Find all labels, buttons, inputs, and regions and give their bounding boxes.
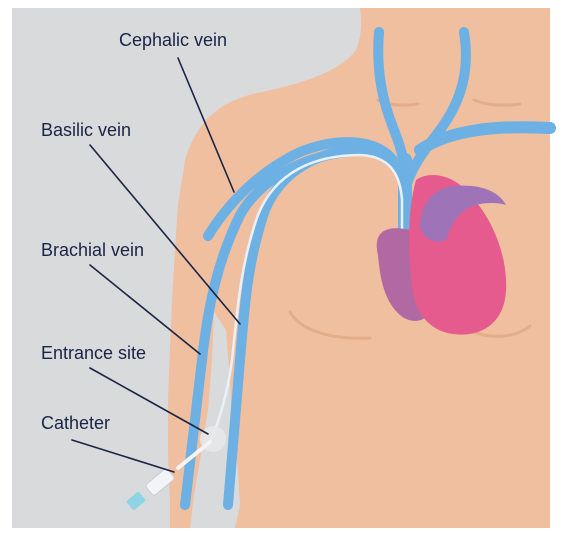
label-cephalic-vein: Cephalic vein [119, 30, 227, 50]
label-brachial-vein: Brachial vein [41, 240, 144, 260]
label-entrance-site: Entrance site [41, 343, 146, 363]
label-catheter: Catheter [41, 413, 110, 433]
label-basilic-vein: Basilic vein [41, 120, 131, 140]
